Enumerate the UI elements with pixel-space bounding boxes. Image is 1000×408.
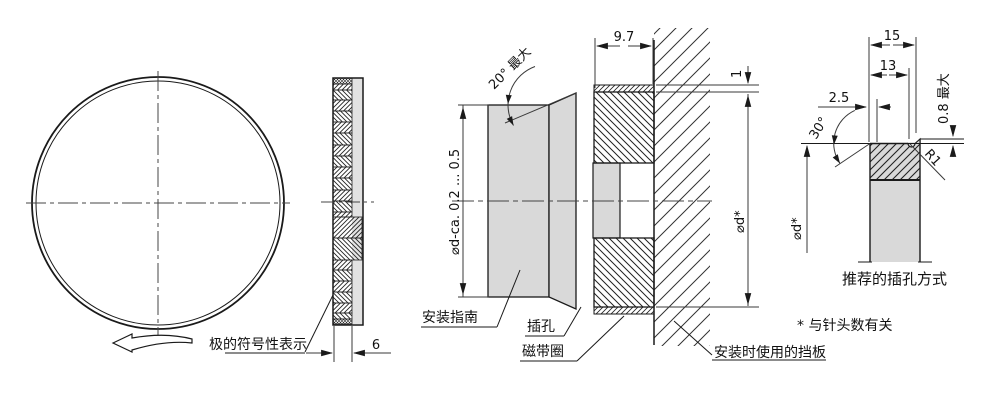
- pole-segment: [332, 166, 353, 179]
- bore-depth-dim: 13: [880, 59, 897, 74]
- pole-segment: [332, 312, 353, 320]
- bore-diameter-dim: ⌀d*: [733, 210, 748, 233]
- pole-segment: [332, 77, 353, 85]
- chamfer-angle-dim: 30°: [807, 115, 832, 142]
- baffle-wall-hatch: [654, 28, 710, 346]
- ring-label: 磁带圈: [522, 344, 564, 360]
- edge-lip: [913, 137, 921, 145]
- pole-segment: [332, 318, 353, 325]
- pole-segment: [332, 216, 363, 239]
- pole-segment: [332, 121, 353, 134]
- pole-segment: [332, 259, 353, 271]
- pole-segment: [332, 269, 353, 282]
- pole-segment: [332, 211, 353, 218]
- pole-pattern-blocks: [332, 77, 363, 325]
- pole-segment: [332, 155, 353, 168]
- baffle-lip-top: [593, 84, 655, 93]
- footnote: * 与针头数有关: [797, 318, 892, 334]
- ring-front-view: [26, 71, 290, 353]
- carrier-layer: [352, 78, 363, 324]
- pole-segment: [332, 177, 353, 191]
- baffle-label-leader: [673, 320, 713, 356]
- baffle-lip-bottom: [593, 306, 655, 315]
- pole-label: 极的符号性表示: [209, 337, 307, 353]
- bore-diameter-dim-right: ⌀d*: [790, 217, 805, 240]
- rotation-arrow-icon: [111, 333, 193, 353]
- baffle-label: 安装时使用的挡板: [714, 344, 826, 361]
- pole-segment: [332, 132, 353, 146]
- pole-segment: [332, 302, 353, 314]
- pole-segment: [332, 83, 353, 91]
- pole-segment: [332, 189, 353, 202]
- recommended-bore-view: 15 13 2.5 30° 0.8 最大 R1 ⌀d* 推荐的插孔方式 * 与针…: [790, 29, 964, 334]
- guide-diameter-dim: ⌀d-ca. 0.2 ... 0.5: [448, 149, 463, 255]
- protrusion-dim: 0.8 最大: [937, 73, 952, 124]
- pole-segment: [332, 110, 353, 123]
- magnet-width-dim: 6: [372, 338, 380, 353]
- guide-label-leader: [496, 269, 521, 328]
- pole-segment: [332, 89, 353, 101]
- radius-leader: [909, 143, 946, 181]
- bore-body: [870, 180, 920, 262]
- pole-segment: [332, 200, 353, 213]
- chamfer-zone-hatch: [870, 143, 920, 180]
- ring-width-dim: 9.7: [614, 30, 635, 45]
- ring-side-view: 6 极的符号性表示: [209, 77, 391, 362]
- radius-dim: R1: [921, 147, 944, 170]
- pole-label-leader: [304, 294, 334, 353]
- bore-length-dim: 15: [884, 29, 901, 44]
- ring-section-upper: [593, 91, 655, 164]
- pole-segment: [332, 291, 353, 304]
- mounting-section-view: 9.7 20° 最大 ⌀d-ca. 0.2 ... 0.5 1 ⌀d* 安装指南…: [421, 28, 826, 362]
- pole-segment: [332, 280, 353, 293]
- guide-label: 安装指南: [422, 310, 478, 326]
- lip-thickness-dim: 1: [730, 70, 745, 78]
- hole-label: 插孔: [527, 319, 555, 335]
- ring-label-leader: [576, 315, 625, 362]
- chamfer-width-dim: 2.5: [829, 91, 850, 106]
- pole-segment: [332, 237, 363, 261]
- hole-label-leader: [563, 306, 582, 337]
- ring-section-lower: [593, 237, 655, 308]
- pole-segment: [332, 99, 353, 112]
- bore-caption: 推荐的插孔方式: [842, 270, 947, 288]
- cone-angle-reference-line: [504, 92, 577, 124]
- chamfer-angle-reference-line: [834, 143, 871, 168]
- cone-angle-dim: 20° 最大: [486, 45, 534, 93]
- pole-segment: [332, 144, 353, 157]
